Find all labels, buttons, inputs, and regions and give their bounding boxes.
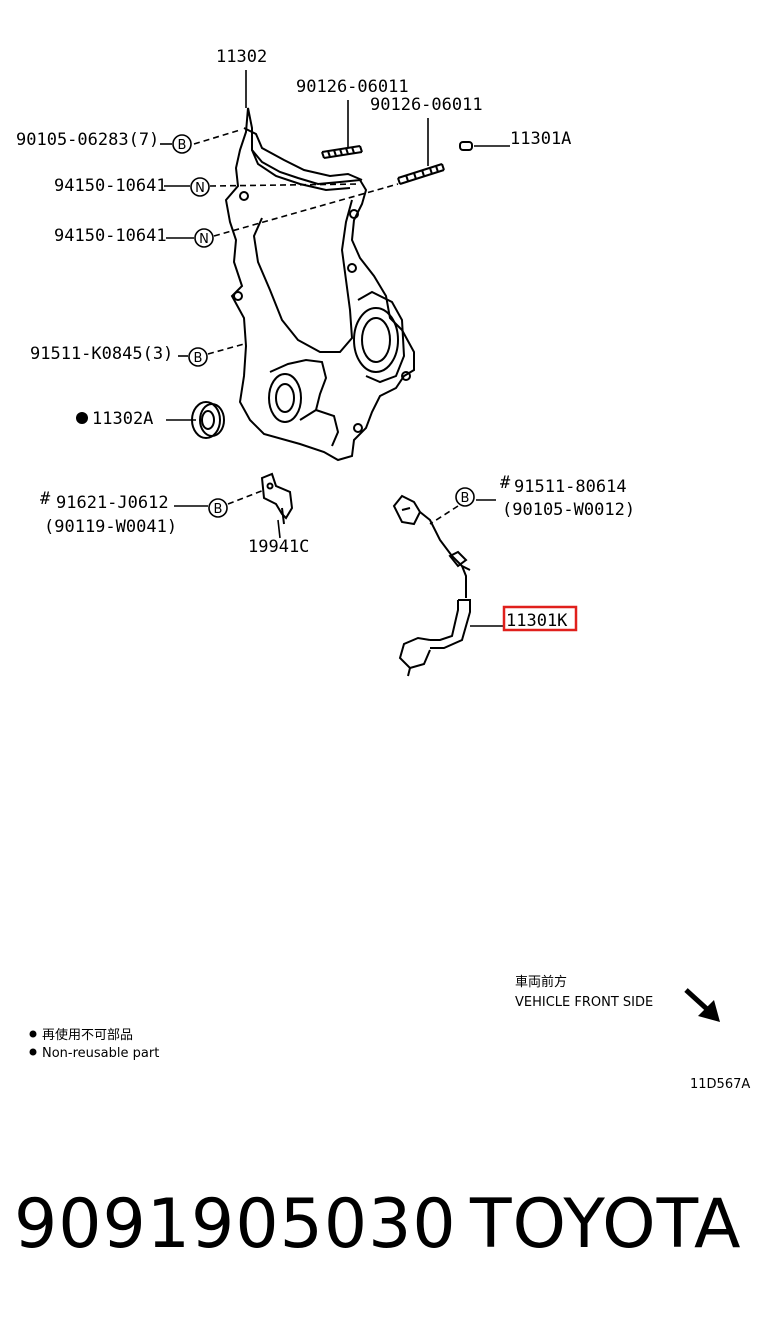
svg-text:B: B [178,138,187,153]
sensor-drawing [392,494,471,677]
legend-bullet-en [29,1048,37,1056]
legend-en: Non-reusable part [42,1046,159,1061]
label-bolt-c[interactable]: 91621-J0612 [56,493,169,513]
label-bracket[interactable]: 19941C [248,537,309,557]
direction-arrow-icon [684,988,720,1022]
hash-mark-2: # [500,473,511,493]
plug-drawing [459,141,473,151]
b-symbol-4: B [455,487,475,507]
non-reusable-marker-seal [76,412,88,424]
label-bolt-b[interactable]: 91511-K0845(3) [30,344,173,364]
b-symbol-3: B [208,498,228,518]
label-plug[interactable]: 11301A [510,129,571,149]
label-bolt-d[interactable]: 91511-80614 [514,477,627,497]
label-bolt-c-alt[interactable]: (90119-W0041) [44,517,177,537]
svg-text:N: N [195,181,205,196]
leader-lines [160,70,510,627]
svg-text:B: B [214,502,223,517]
n-symbol-1: N [190,177,210,197]
timing-cover-drawing [224,107,415,462]
label-stud-1[interactable]: 90126-06011 [296,77,409,97]
oil-seal-drawing [191,401,225,439]
diagram-code: 11D567A [690,1077,750,1092]
direction-jp: 車両前方 [515,974,567,990]
label-sensor[interactable]: 11301K [506,611,568,631]
label-cover[interactable]: 11302 [216,47,267,67]
svg-text:B: B [194,351,203,366]
footer-brand: TOYOTA [470,1185,742,1264]
direction-en: VEHICLE FRONT SIDE [515,995,653,1010]
hash-mark-1: # [40,489,51,509]
stud-upper-drawing [321,145,363,159]
label-stud-2[interactable]: 90126-06011 [370,95,483,115]
label-bolt-d-alt[interactable]: (90105-W0012) [502,500,635,520]
label-seal[interactable]: 11302A [92,409,153,429]
sensor-highlight-box [502,605,578,632]
n-symbol-2: N [194,228,214,248]
legend-bullet-jp [29,1030,37,1038]
label-nut-2[interactable]: 94150-10641 [54,226,167,246]
label-nut-1[interactable]: 94150-10641 [54,176,167,196]
legend-jp: 再使用不可部品 [42,1027,133,1043]
b-symbol-2: B [188,347,208,367]
footer-part-number: 9091905030 [14,1185,457,1264]
svg-text:B: B [461,491,470,506]
svg-text:N: N [199,232,209,247]
footer: 9091905030 TOYOTA [0,1185,760,1285]
bracket-drawing [260,472,294,525]
stud-lower-drawing [397,163,445,185]
b-symbol-1: B [172,134,192,154]
label-bolt-a[interactable]: 90105-06283(7) [16,130,159,150]
